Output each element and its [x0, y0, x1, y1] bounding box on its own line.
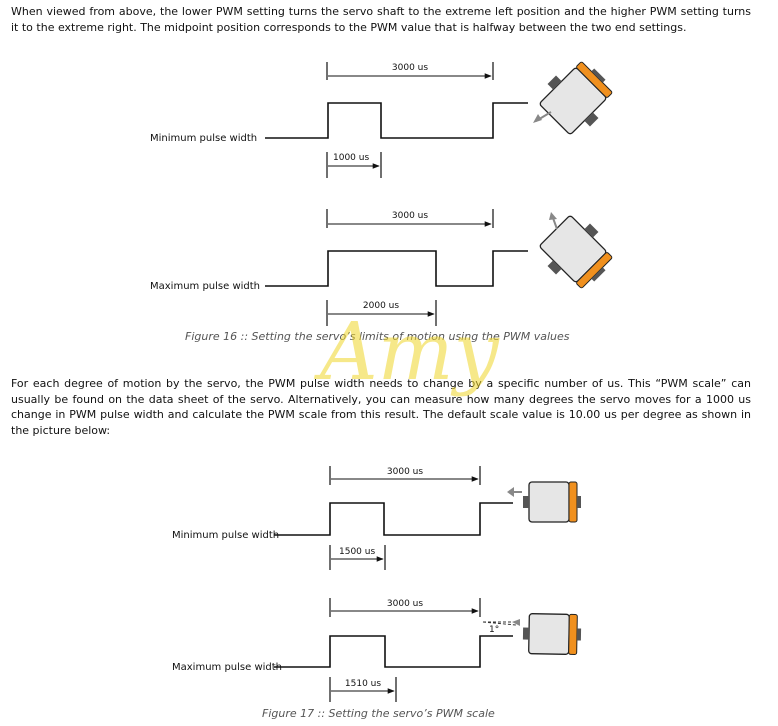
- fig16-max-period: 3000 us: [392, 211, 428, 221]
- fig17-max-label: Maximum pulse width: [172, 662, 282, 673]
- fig17-max-period: 3000 us: [387, 599, 423, 609]
- fig16-min-label: Minimum pulse width: [150, 133, 257, 144]
- fig17-min-period: 3000 us: [387, 467, 423, 477]
- fig17-max-pulse: 1510 us: [345, 679, 381, 689]
- fig16-max-pulse: 2000 us: [363, 301, 399, 311]
- servo-icon-rotated: [522, 613, 582, 655]
- fig17-angle-label: 1°: [489, 625, 499, 635]
- figure-17-caption: Figure 17 :: Setting the servo’s PWM sca…: [262, 707, 495, 720]
- fig16-max-label: Maximum pulse width: [150, 281, 260, 292]
- pwm-scale-paragraph: For each degree of motion by the servo, …: [11, 377, 751, 437]
- fig17-min-pulse: 1500 us: [339, 547, 375, 557]
- fig16-row-min: Minimum pulse width 3000 us 1000 us: [150, 61, 613, 178]
- fig17-row-min: Minimum pulse width 3000 us 1500 us: [172, 466, 581, 570]
- figure-16-caption: Figure 16 :: Setting the servo’s limits …: [185, 330, 570, 343]
- intro-paragraph: When viewed from above, the lower PWM se…: [11, 5, 751, 34]
- fig16-row-max: Maximum pulse width 3000 us 2000 us: [150, 209, 613, 326]
- figure-16-diagram: Minimum pulse width 3000 us 1000 us Maxi…: [150, 61, 613, 326]
- servo-icon-center: [523, 481, 581, 523]
- fig16-min-period: 3000 us: [392, 63, 428, 73]
- servo-icon-right: [539, 215, 613, 289]
- fig17-min-label: Minimum pulse width: [172, 530, 279, 541]
- servo-icon-left: [539, 61, 613, 135]
- fig16-min-pulse: 1000 us: [333, 153, 369, 163]
- fig17-row-max: Maximum pulse width 3000 us 1510 us 1°: [172, 598, 582, 702]
